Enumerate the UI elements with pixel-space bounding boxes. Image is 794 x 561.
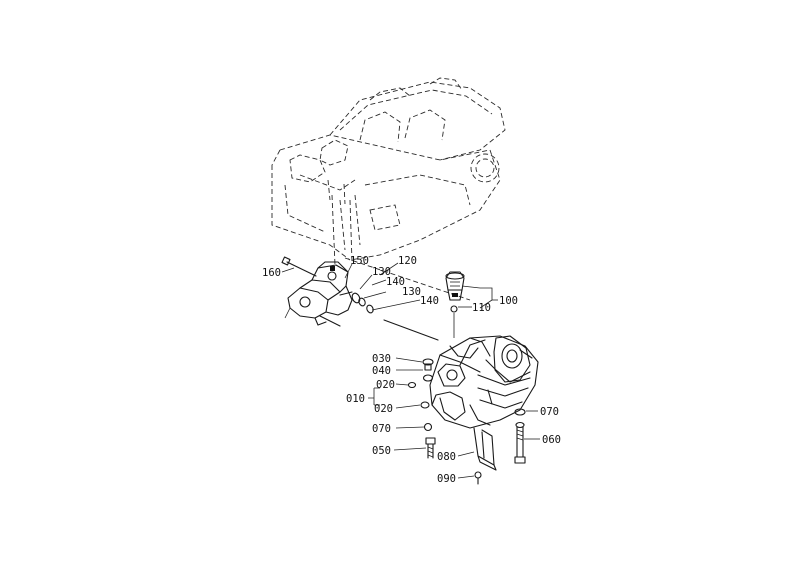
label-040: 040 [372, 365, 391, 377]
engine-block-outline [271, 77, 506, 301]
label-100: 100 [499, 295, 518, 307]
label-020-b: 020 [374, 403, 393, 415]
label-150: 150 [350, 255, 369, 267]
assembly-guide-line [383, 319, 439, 341]
label-130-a: 130 [372, 266, 391, 278]
label-160: 160 [262, 267, 281, 279]
label-140-a: 140 [386, 276, 405, 288]
hydraulic-pump-assembly [284, 261, 353, 327]
bolt-050 [425, 437, 436, 459]
label-130-b: 130 [402, 286, 421, 298]
screw-090 [474, 471, 482, 485]
label-140-b: 140 [420, 295, 439, 307]
label-070-a: 070 [372, 423, 391, 435]
part-labels: 160 150 120 130 140 130 140 110 100 030 … [262, 255, 561, 485]
label-090: 090 [437, 473, 456, 485]
label-060: 060 [542, 434, 561, 446]
label-070-b: 070 [540, 406, 559, 418]
label-080: 080 [437, 451, 456, 463]
leader-lines [281, 262, 540, 479]
bolt-060 [514, 408, 526, 464]
label-020-a: 020 [376, 379, 395, 391]
relief-valve [445, 271, 465, 338]
gear-housing [429, 335, 539, 429]
bracket-080 [473, 427, 497, 471]
label-010: 010 [346, 393, 365, 405]
small-fittings [407, 358, 434, 432]
label-110: 110 [472, 302, 491, 314]
o-rings [351, 292, 374, 314]
label-050: 050 [372, 445, 391, 457]
label-030: 030 [372, 353, 391, 365]
bolt-160 [281, 256, 317, 277]
label-120: 120 [398, 255, 417, 267]
